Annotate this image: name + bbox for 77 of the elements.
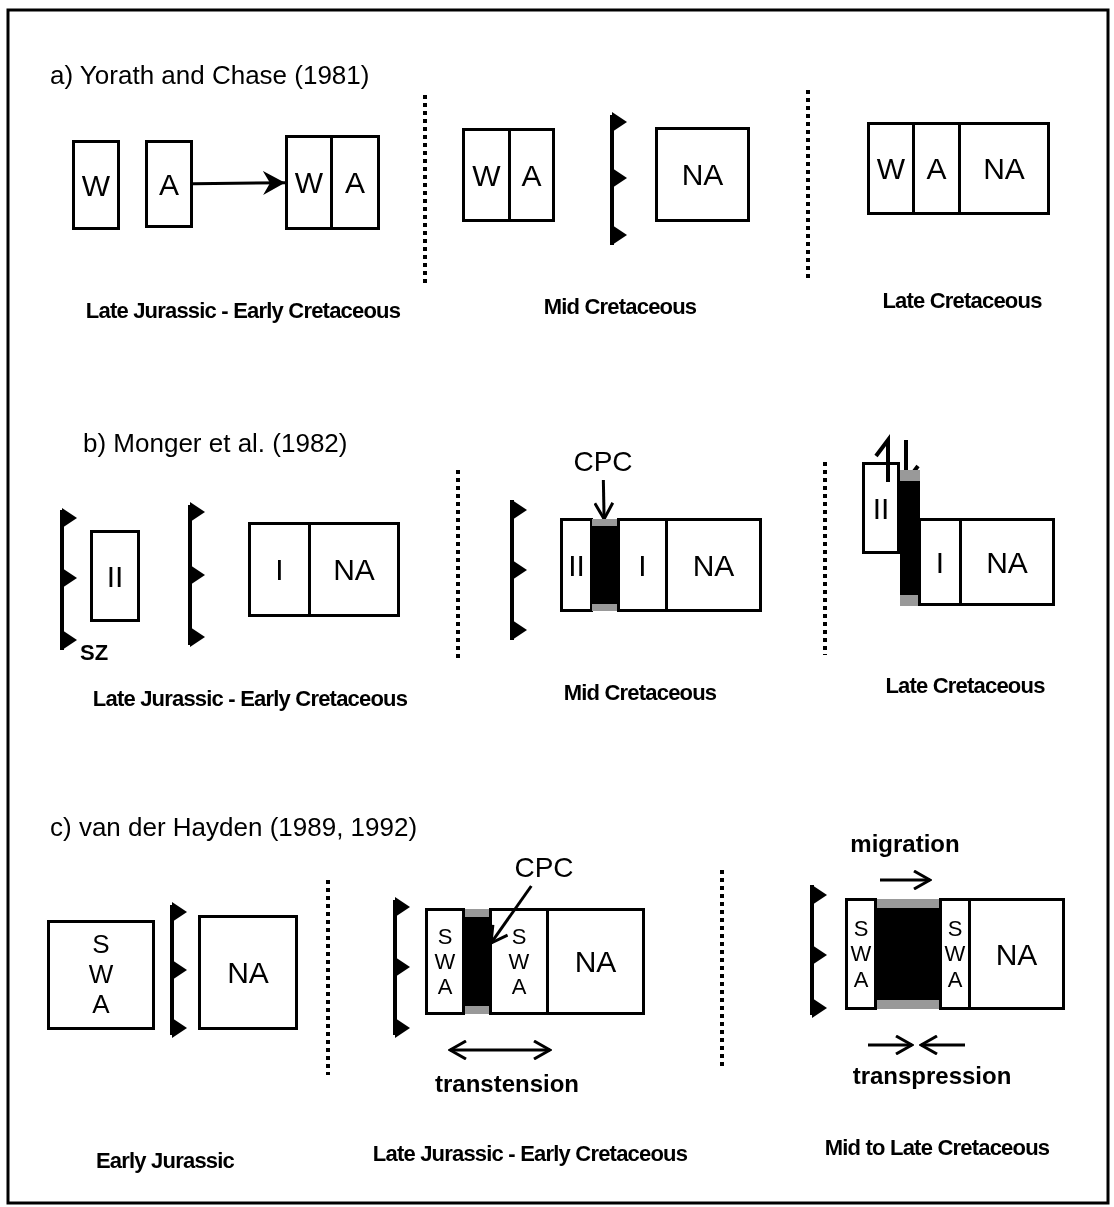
leader-arrow <box>593 479 615 521</box>
terrane-label: A <box>159 167 179 201</box>
terrane-label: A <box>521 158 542 192</box>
terrane-box <box>958 122 1050 215</box>
terrane-label: A <box>926 152 947 185</box>
terrane-label: NA <box>692 548 735 582</box>
period-label: Late Cretaceous <box>885 673 1045 699</box>
terrane-box <box>285 135 333 230</box>
terrane-label: II <box>568 548 585 582</box>
terrane-label: I <box>935 545 945 579</box>
terrane-box <box>489 908 549 1015</box>
terrane-box <box>330 135 380 230</box>
fault-zone-bar <box>900 470 920 606</box>
terrane-label: NA <box>574 945 617 978</box>
terrane-label: S W A <box>88 930 114 1020</box>
period-label: Late Jurassic - Early Cretaceous <box>372 1141 688 1167</box>
terrane-label: NA <box>986 545 1028 579</box>
terrane-label: S W A <box>434 923 456 1000</box>
panel-title: b) Monger et al. (1982) <box>83 428 348 459</box>
terrane-box <box>72 140 120 230</box>
terrane-box <box>845 898 877 1010</box>
terrane-box <box>867 122 915 215</box>
fault-zone-bar <box>592 519 618 611</box>
terrane-label: W <box>81 168 111 202</box>
terrane-box <box>308 522 400 617</box>
terrane-label: W <box>472 158 501 192</box>
terrane-label: NA <box>227 956 269 989</box>
terrane-box <box>198 915 298 1030</box>
terrane-box <box>912 122 961 215</box>
terrane-label: S W A <box>508 923 530 1000</box>
motion-label: migration <box>850 830 960 858</box>
motion-label: transtension <box>435 1070 579 1098</box>
fault-zone-bar <box>877 899 940 1009</box>
period-label: Late Jurassic - Early Cretaceous <box>92 686 408 712</box>
terrane-box <box>968 898 1065 1010</box>
period-label: Early Jurassic <box>96 1148 234 1174</box>
motion-label: transpression <box>852 1062 1012 1090</box>
zone-label: SZ <box>80 640 109 666</box>
terrane-label: I <box>638 548 647 582</box>
callout-label: CPC <box>508 850 580 886</box>
panel-title: c) van der Hayden (1989, 1992) <box>50 812 418 843</box>
period-label: Late Cretaceous <box>882 288 1042 314</box>
terrane-label: W <box>876 152 906 185</box>
terrane-box <box>617 518 668 612</box>
terrane-label: S W A <box>944 916 966 992</box>
terrane-label: II <box>106 559 124 593</box>
terrane-box <box>425 908 465 1015</box>
period-label: Mid Cretaceous <box>543 294 697 320</box>
period-label: Mid Cretaceous <box>563 680 717 706</box>
terrane-label: NA <box>995 937 1038 971</box>
terrane-box <box>655 127 750 222</box>
terrane-box <box>47 920 155 1030</box>
terrane-label: NA <box>983 152 1025 185</box>
terrane-box <box>145 140 193 228</box>
arrow <box>193 171 285 195</box>
terrane-box <box>939 898 971 1010</box>
terrane-box <box>862 462 900 554</box>
terrane-box <box>546 908 645 1015</box>
period-label: Late Jurassic - Early Cretaceous <box>85 298 401 324</box>
terrane-box <box>462 128 511 222</box>
terrane-label: NA <box>681 158 724 191</box>
fault-zone-bar <box>465 909 491 1014</box>
terrane-label: S W A <box>850 916 872 992</box>
terrane-label: A <box>345 166 365 199</box>
terrane-label: II <box>872 491 890 525</box>
terrane-box <box>508 128 555 222</box>
callout-label: CPC <box>567 444 639 480</box>
period-label: Mid to Late Cretaceous <box>824 1135 1050 1161</box>
terrane-box <box>918 518 962 606</box>
terrane-box <box>248 522 311 617</box>
terrane-label: NA <box>333 553 375 586</box>
terrane-box <box>90 530 140 622</box>
terrane-box <box>959 518 1055 606</box>
terrane-label: W <box>294 166 324 199</box>
panel-title: a) Yorath and Chase (1981) <box>50 60 370 91</box>
terrane-box <box>665 518 762 612</box>
terrane-label: I <box>275 553 284 586</box>
